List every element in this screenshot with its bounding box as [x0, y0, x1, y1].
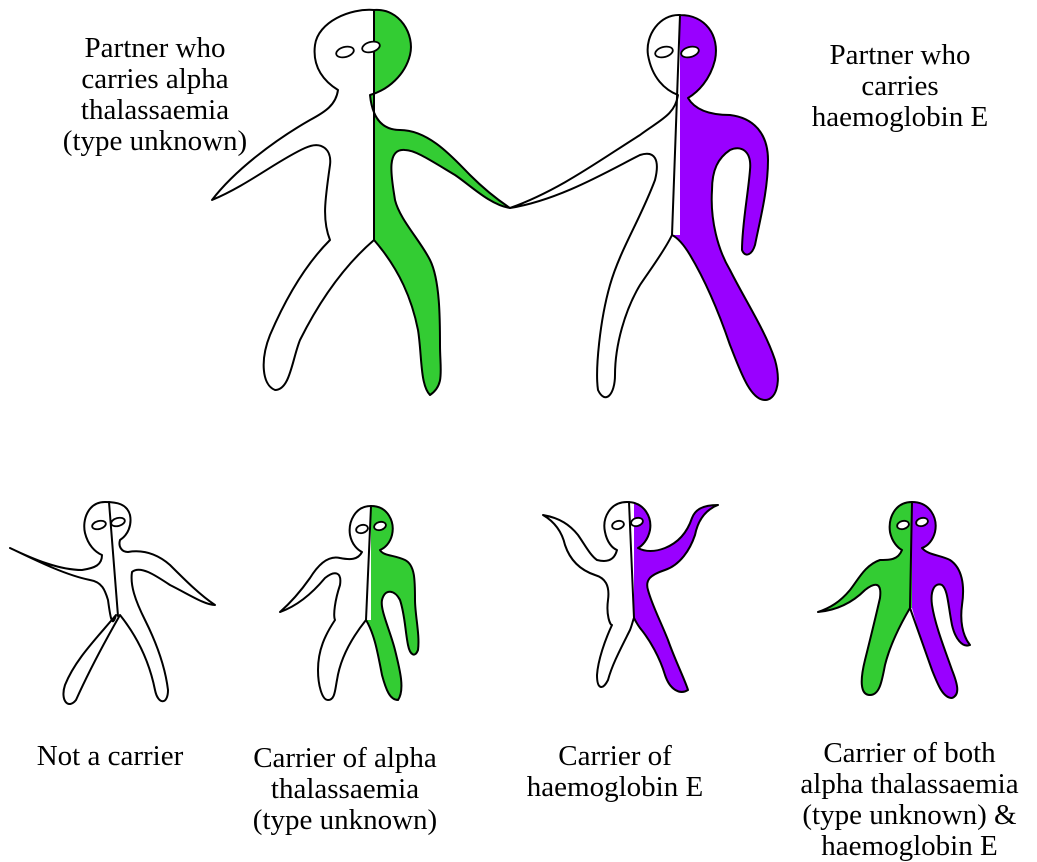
label-line: haemoglobin E	[787, 831, 1032, 862]
label-line: carries	[790, 71, 1010, 102]
child-figure-not-a-carrier	[10, 502, 215, 704]
child-label-alpha-thalassaemia: Carrier of alpha thalassaemia (type unkn…	[235, 743, 455, 836]
label-line: Carrier of	[505, 741, 725, 772]
label-line: alpha thalassaemia	[787, 769, 1032, 800]
label-line: thalassaemia	[40, 95, 270, 126]
parent-figure-haemoglobin-e	[510, 15, 778, 400]
label-line: Carrier of both	[787, 738, 1032, 769]
label-line: Partner who	[40, 33, 270, 64]
label-line: Carrier of alpha	[235, 743, 455, 774]
child-figure-alpha-thalassaemia-carrier	[280, 506, 418, 700]
label-line: (type unknown)	[235, 805, 455, 836]
child-label-both: Carrier of both alpha thalassaemia (type…	[787, 738, 1032, 862]
label-line: (type unknown) &	[787, 800, 1032, 831]
label-line: haemoglobin E	[505, 772, 725, 803]
label-line: Not a carrier	[20, 741, 200, 772]
parent-label-alpha-thalassaemia: Partner who carries alpha thalassaemia (…	[40, 33, 270, 157]
parent-label-haemoglobin-e: Partner who carries haemoglobin E	[790, 40, 1010, 133]
label-line: (type unknown)	[40, 126, 270, 157]
child-figure-both-carrier	[818, 502, 970, 698]
label-line: haemoglobin E	[790, 102, 1010, 133]
child-figure-haemoglobin-e-carrier	[543, 502, 718, 692]
label-line: Partner who	[790, 40, 1010, 71]
label-line: thalassaemia	[235, 774, 455, 805]
child-label-not-a-carrier: Not a carrier	[20, 741, 200, 772]
child-label-haemoglobin-e: Carrier of haemoglobin E	[505, 741, 725, 803]
label-line: carries alpha	[40, 64, 270, 95]
